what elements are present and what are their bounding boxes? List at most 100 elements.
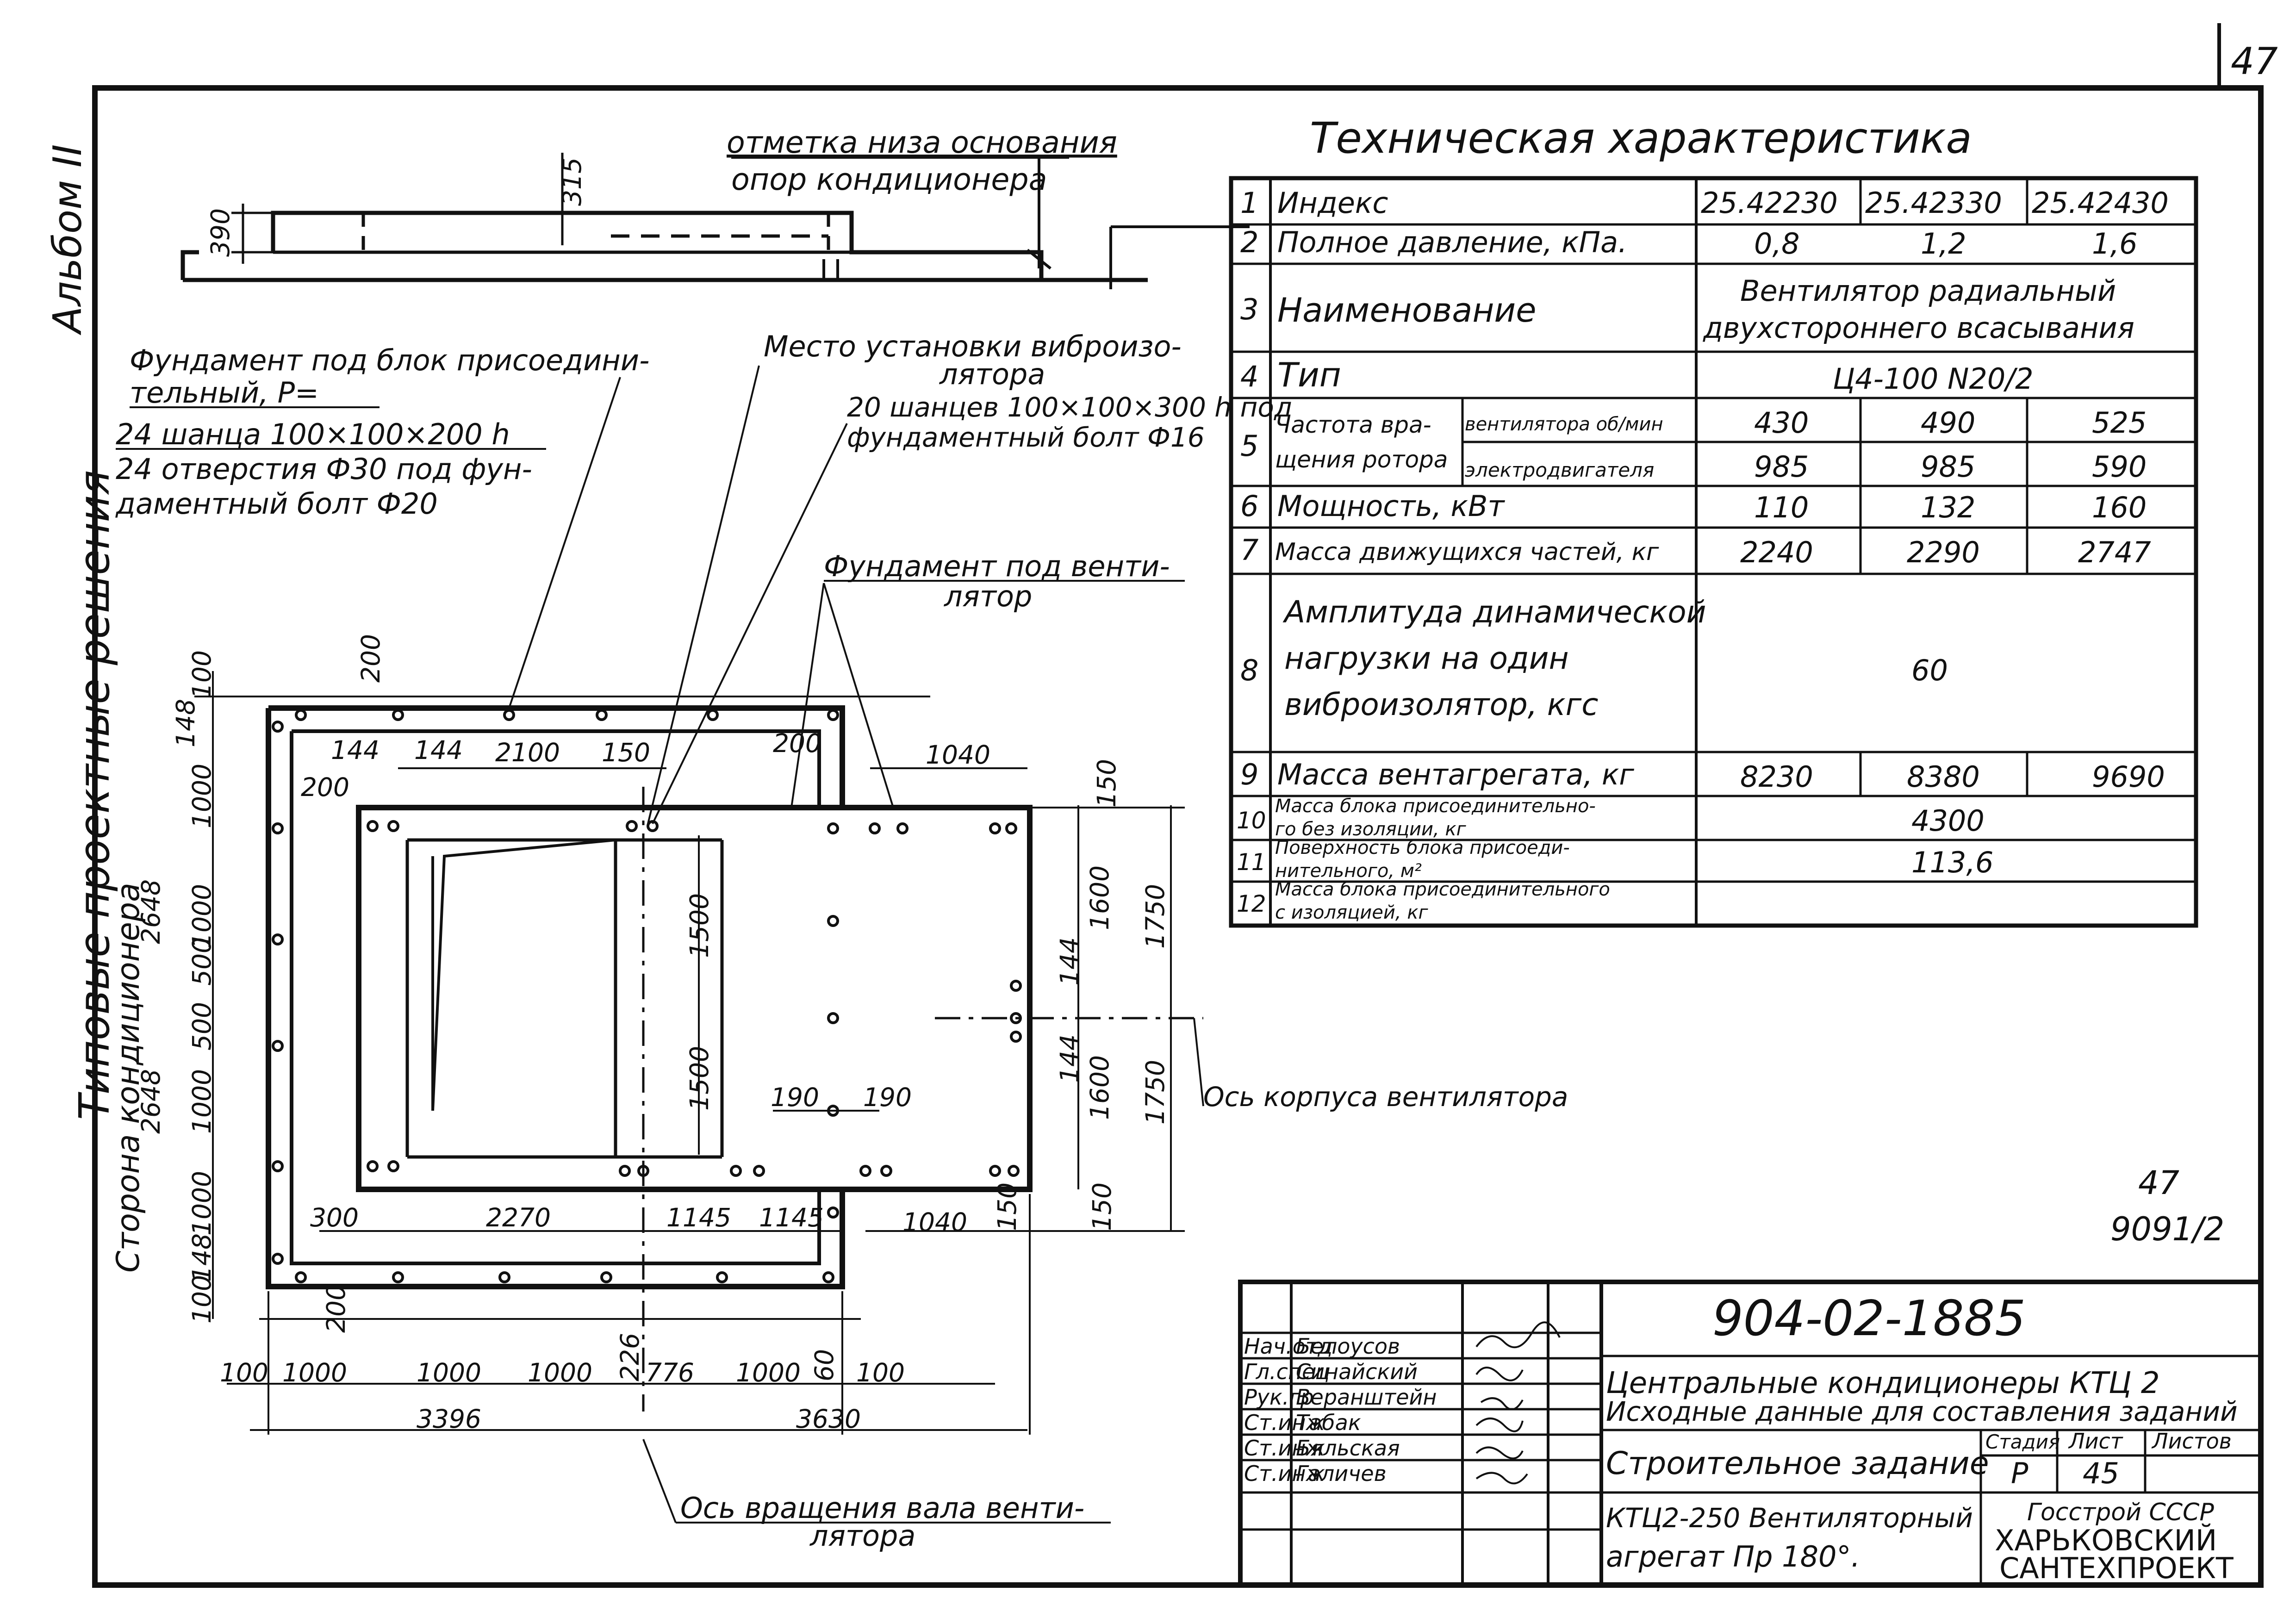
- row-sub: вентилятора об/мин: [1465, 414, 1663, 435]
- row-value: 2290: [1907, 535, 1980, 569]
- doc-number: 904-02-1885: [1712, 1290, 2026, 1347]
- dim: 200: [773, 728, 821, 758]
- row-merged-2: двухстороннего всасывания: [1703, 311, 2134, 345]
- row-num: 3: [1240, 292, 1258, 326]
- row-num: 4: [1240, 360, 1258, 393]
- note-vibro-place-2: лятора: [939, 357, 1045, 391]
- row-value: 2747: [2078, 535, 2151, 569]
- drawing-title-1: КТЦ2-250 Вентиляторный: [1606, 1502, 1973, 1534]
- dim: 190: [863, 1082, 912, 1112]
- row-num: 12: [1237, 890, 1266, 917]
- row-num: 7: [1240, 533, 1258, 567]
- title-block: Нач.отд Гл.спец Рук.гр Ст.инж Ст.инж Ст.…: [1238, 1280, 2263, 1587]
- row-sub: электродвигателя: [1465, 459, 1654, 481]
- row-merged: 113,6: [1911, 846, 1994, 879]
- row-value: 9690: [2092, 760, 2165, 794]
- row-num: 8: [1240, 653, 1258, 687]
- dim: 150: [992, 1182, 1022, 1231]
- tb-role: Нач.отд: [1244, 1334, 1332, 1359]
- page-number: 47: [2231, 40, 2278, 83]
- note-holes-24: 24 отверстия Ф30 под фун-: [116, 452, 532, 486]
- tb-name: Табак: [1296, 1410, 1361, 1435]
- row-value: 985: [1921, 450, 1975, 484]
- dim: 148: [171, 699, 200, 747]
- note-block-foundation-2: тельный, Р=: [130, 376, 319, 410]
- tech-title: Техническая характеристика: [1310, 113, 1972, 163]
- dim-315: 315: [557, 157, 587, 206]
- row-label: Масса движущихся частей, кг: [1275, 538, 1659, 566]
- side-label-dim-2: 2648: [136, 1069, 166, 1134]
- anchor-holes: [272, 709, 1022, 1283]
- tb-name: Бяльская: [1296, 1436, 1400, 1461]
- dim: 1750: [1140, 884, 1170, 949]
- row-value: 160: [2092, 491, 2147, 524]
- dim: 1000: [528, 1358, 592, 1387]
- tb-name: Галичев: [1296, 1461, 1387, 1486]
- dim: 500: [187, 937, 217, 986]
- dim: 1000: [282, 1358, 347, 1387]
- dim: 776: [646, 1358, 694, 1387]
- dim: 1000: [187, 884, 217, 949]
- dim: 144: [1055, 1034, 1084, 1083]
- sheet-name: Строительное задание: [1606, 1445, 1989, 1482]
- drawing-title-2: агрегат Пр 180°.: [1606, 1540, 1860, 1573]
- tb-role: Ст.инж: [1244, 1436, 1325, 1461]
- tb-role: Ст.инж: [1244, 1461, 1325, 1486]
- dim: 1600: [1085, 1055, 1114, 1120]
- row-num: 9: [1240, 758, 1258, 791]
- dimension-lines: [194, 671, 1185, 1435]
- row-num: 2: [1240, 225, 1258, 259]
- row-value: 590: [2092, 450, 2147, 484]
- row-num: 11: [1237, 849, 1266, 876]
- dim-390: 390: [205, 208, 235, 257]
- section-subtitle: опор кондиционера: [731, 162, 1047, 197]
- dim: 300: [310, 1203, 359, 1232]
- dim: 190: [771, 1082, 819, 1112]
- dimension-labels: 100 148 1000 1000 500 500 1000 1000 148 …: [171, 634, 1170, 1434]
- note-holes-24-2: даментный болт Ф20: [115, 487, 438, 521]
- dim: 1000: [187, 1069, 217, 1134]
- row-label-2: го без изоляции, кг: [1275, 819, 1467, 840]
- row-merged: 60: [1911, 653, 1948, 687]
- row-merged: 4300: [1911, 804, 1985, 838]
- tech-table: Техническая характеристика 1 Индекс: [1229, 113, 2198, 928]
- tb-name: Веранштейн: [1296, 1385, 1437, 1410]
- row-label: Наименование: [1277, 291, 1537, 330]
- dim: 100: [856, 1358, 905, 1387]
- row-label-2: нительного, м²: [1275, 860, 1422, 882]
- dim: 1040: [926, 740, 990, 770]
- stage-value: Р: [2011, 1456, 2028, 1490]
- project-title-2: Исходные данные для составления заданий: [1606, 1396, 2238, 1427]
- row-label-2: щения ротора: [1275, 446, 1448, 473]
- side-label: Сторона кондиционера: [110, 883, 147, 1273]
- dim: 148: [187, 1233, 217, 1282]
- note-fan-axis: Ось корпуса вентилятора: [1203, 1081, 1568, 1113]
- sheet-ref-bottom: 9091/2: [2110, 1210, 2224, 1248]
- row-label: Полное давление, кПа.: [1277, 225, 1627, 259]
- row-num: 6: [1240, 489, 1258, 523]
- foundation-plan: 100 148 1000 1000 500 500 1000 1000 148 …: [110, 634, 1203, 1435]
- dim: 200: [356, 634, 386, 683]
- row-value: 132: [1921, 491, 1975, 524]
- side-label-dim-1: 2648: [136, 879, 166, 944]
- row-num: 10: [1237, 807, 1266, 834]
- org-line-2: ХАРЬКОВСКИЙ: [1995, 1524, 2217, 1557]
- album-label: Альбом II: [45, 144, 91, 336]
- row-value: 1,2: [1921, 227, 1966, 261]
- signatures: [1475, 1321, 1561, 1485]
- dim: 3630: [796, 1404, 861, 1434]
- note-block-foundation: Фундамент под блок присоедини-: [130, 343, 649, 377]
- dim: 100: [220, 1358, 268, 1387]
- sheets-header: Листов: [2151, 1429, 2232, 1454]
- row-label: Масса блока присоединительно-: [1275, 796, 1596, 817]
- tb-name: Белоусов: [1296, 1334, 1400, 1359]
- dim: 3396: [417, 1404, 481, 1434]
- row-label: Тип: [1277, 355, 1341, 394]
- row-label: Масса блока присоединительного: [1275, 879, 1610, 900]
- tb-name: Синайский: [1296, 1359, 1418, 1384]
- dim: 144: [1055, 937, 1084, 986]
- dim: 200: [301, 772, 349, 802]
- row-label-2: с изоляцией, кг: [1275, 902, 1428, 923]
- row-value: 25.42330: [1865, 186, 2002, 220]
